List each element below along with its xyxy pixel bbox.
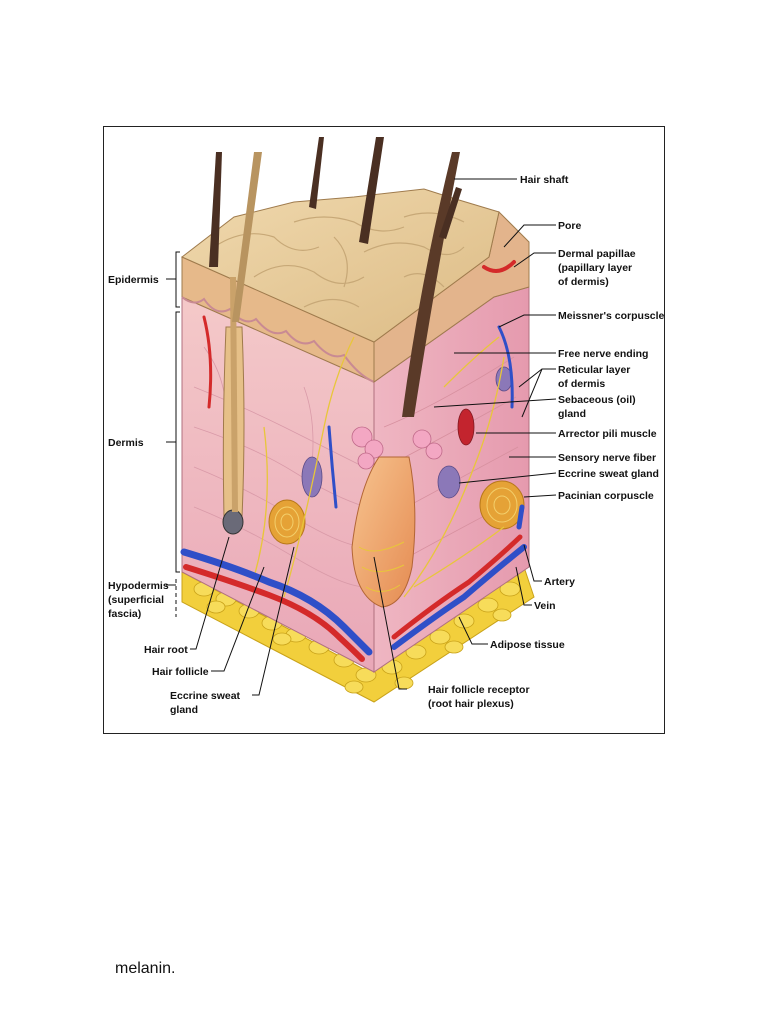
hair-follicle-left (222, 152, 262, 535)
label-meissners-corpuscle: Meissner's corpuscle (558, 310, 665, 322)
caption-text: melanin. (115, 960, 176, 977)
label-dermis: Dermis (108, 437, 144, 449)
label-sebaceous-gland-line2: gland (558, 408, 586, 420)
arrector-pili-muscle (457, 408, 475, 446)
label-free-nerve-ending: Free nerve ending (558, 348, 648, 360)
label-reticular-layer-line1: Reticular layer (558, 364, 630, 376)
label-pacinian-corpuscle: Pacinian corpuscle (558, 490, 654, 502)
label-hypodermis-line1: Hypodermis (108, 580, 169, 592)
label-dermal-papillae-line2: (papillary layer (558, 262, 632, 274)
label-arrector-pili-muscle: Arrector pili muscle (558, 428, 657, 440)
hair-shafts (209, 137, 462, 417)
label-artery: Artery (544, 576, 575, 588)
label-hair-shaft: Hair shaft (520, 174, 569, 186)
label-reticular-layer-line2: of dermis (558, 378, 605, 390)
label-dermal-papillae-line1: Dermal papillae (558, 248, 636, 260)
label-pore: Pore (558, 220, 582, 232)
label-eccrine-sweat-gland-right: Eccrine sweat gland (558, 468, 659, 480)
label-eccrine-sweat-gland-bottom-line1: Eccrine sweat (170, 690, 241, 702)
label-hair-follicle-receptor-line2: (root hair plexus) (428, 698, 514, 710)
label-hair-follicle-receptor-line1: Hair follicle receptor (428, 684, 530, 696)
sebaceous-gland (351, 426, 443, 470)
left-brackets (166, 251, 180, 617)
label-vein: Vein (534, 600, 556, 612)
label-sebaceous-gland-line1: Sebaceous (oil) (558, 394, 636, 406)
hair-follicle-bulb (351, 456, 416, 608)
leader-lines (190, 178, 557, 696)
adipose-tissue-layer (181, 566, 535, 703)
label-epidermis: Epidermis (108, 274, 159, 286)
label-eccrine-sweat-gland-bottom-line2: gland (170, 704, 198, 716)
label-hair-root: Hair root (144, 644, 188, 656)
skin-anatomy-figure: Epidermis Dermis Hypodermis (superficial… (103, 126, 665, 734)
label-sensory-nerve-fiber: Sensory nerve fiber (558, 452, 656, 464)
label-dermal-papillae-line3: of dermis) (558, 276, 609, 288)
nerve-fibers (253, 336, 505, 598)
label-hypodermis-line3: fascia) (108, 608, 141, 620)
eccrine-sweat-gland-coils (301, 366, 513, 499)
pacinian-corpuscles (268, 480, 525, 545)
label-hypodermis-line2: (superficial (108, 594, 164, 606)
blood-vessels (180, 260, 527, 662)
label-hair-follicle: Hair follicle (152, 666, 209, 678)
label-adipose-tissue: Adipose tissue (490, 639, 565, 651)
skin-cross-section-diagram: Epidermis Dermis Hypodermis (superficial… (108, 137, 665, 716)
